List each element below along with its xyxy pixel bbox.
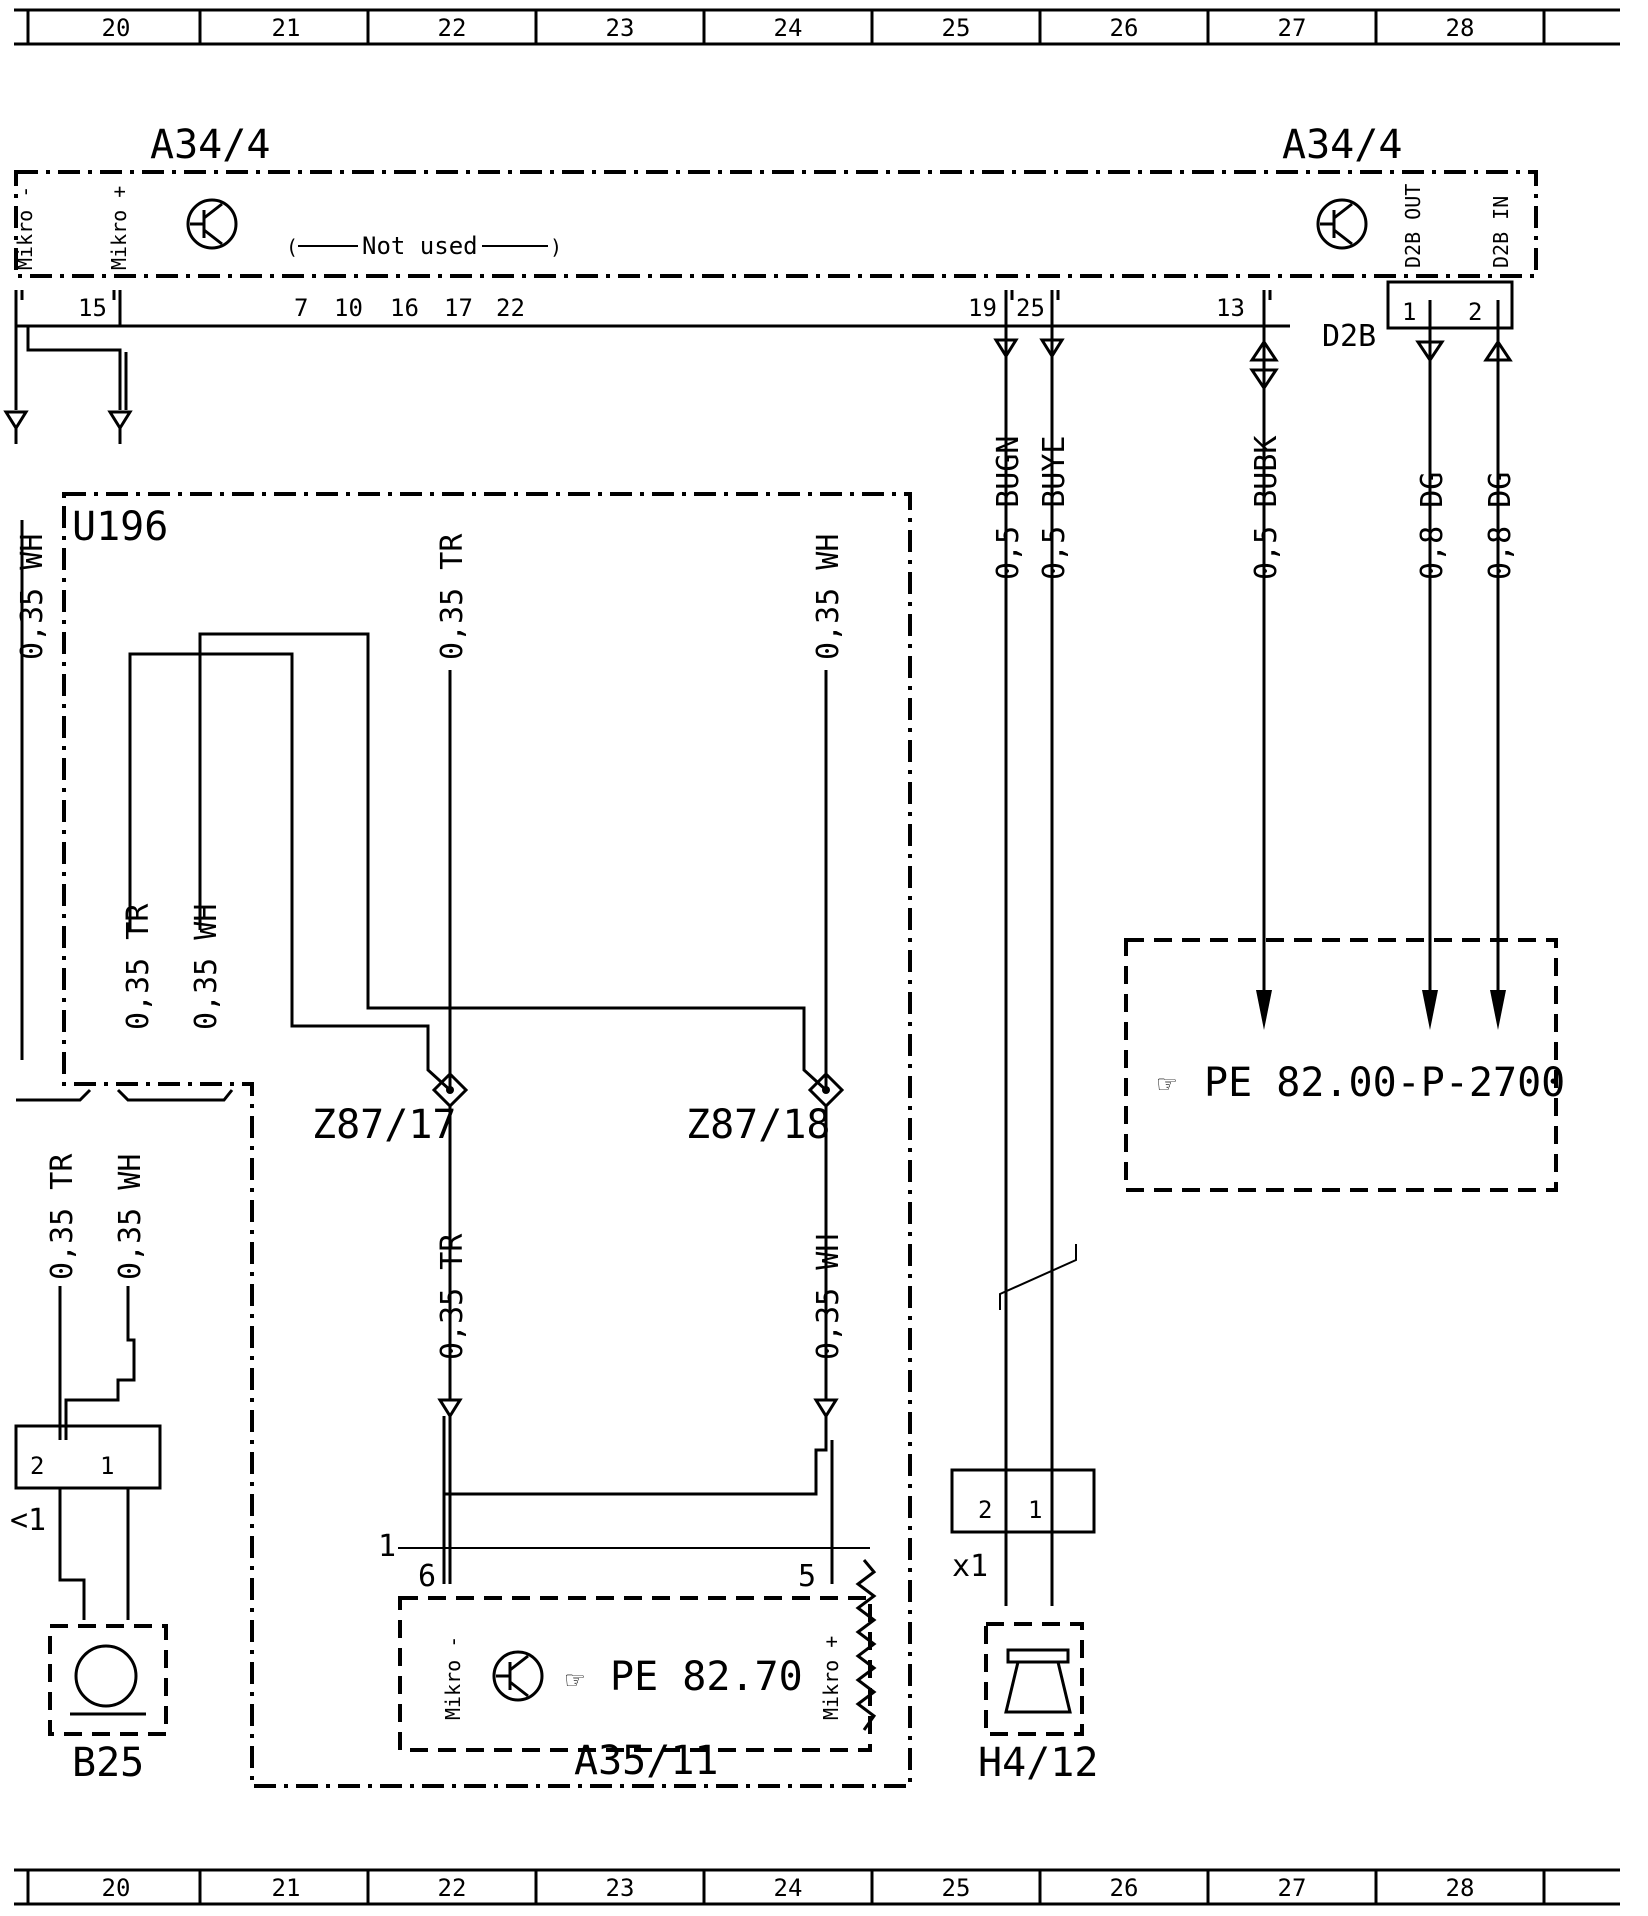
a34-pin-19: 19 [968,294,997,322]
a34-pin-15: 15 [78,294,107,322]
speaker-icon [1004,1648,1072,1714]
wire-tr-lower-label: 0,35 TR [435,1233,470,1360]
bottom-ruler-col-28: 28 [1446,1874,1475,1902]
not-used-close-paren: ) [550,235,562,259]
pointing-hand-icon-ref: ☞ [1158,1067,1176,1102]
a35-pin-5: 5 [798,1559,816,1594]
top-ruler: 20 21 22 23 24 25 26 27 28 [14,8,1620,46]
top-ruler-col-25: 25 [942,14,971,42]
bottom-ruler-col-20: 20 [102,1874,131,1902]
wire-tr-top-label: 0,35 TR [435,533,470,660]
z87-17-label: Z87/17 [312,1102,457,1148]
bottom-ruler-col-24: 24 [774,1874,803,1902]
top-ruler-col-24: 24 [774,14,803,42]
wire-wh-top-label: 0,35 WH [811,534,846,660]
a35-11-label: A35/11 [574,1738,719,1784]
wire-dg2-label: 0,8 DG [1483,472,1518,580]
a35-11-module: 1 6 5 Mikro - Mikro + ☞ PE 82.70 A35/11 [378,1529,877,1784]
transistor-icon-right [1316,198,1368,250]
wire-tr-inner-label: 0,35 TR [121,903,156,1030]
a35-pin-6: 6 [418,1559,436,1594]
d2b-pin-1: 1 [1402,298,1416,326]
wire-left-wh-label: 0,35 WH [15,534,50,660]
a35-pin-mikro-minus: Mikro - [441,1636,465,1720]
bottom-ruler-col-21: 21 [272,1874,301,1902]
a35-pin-1: 1 [378,1529,396,1564]
wire-tr-b25-label: 0,35 TR [45,1153,80,1280]
top-ruler-col-22: 22 [438,14,467,42]
u196-label: U196 [72,504,168,550]
top-ruler-col-21: 21 [272,14,301,42]
h4-12-label: H4/12 [978,1740,1098,1786]
u196-harness: U196 0,35 TR 0,35 WH 0,35 TR 0,35 WH [62,492,912,1788]
d2b-pin-2: 2 [1468,298,1482,326]
z87-18-label: Z87/18 [686,1102,831,1148]
a34-pin-22: 22 [496,294,525,322]
wire-wh-lower-label: 0,35 WH [811,1234,846,1360]
lower-mic-wires: 0,35 TR 0,35 WH [398,1106,870,1584]
a34-pin-d2b-in: D2B IN [1489,196,1513,268]
microphone-icon [70,1644,146,1716]
x1-left-pin-1: 1 [100,1452,114,1480]
x1-left-pin-2: 2 [30,1452,44,1480]
a34-pin-16: 16 [390,294,419,322]
a34-pin-d2b-out: D2B OUT [1401,184,1425,268]
wire-bugn-label: 0,5 BUGN [991,436,1026,581]
d2b-label: D2B [1322,319,1376,354]
b25-microphone: 0,35 TR 0,35 WH 2 1 <1 B25 [10,1088,234,1786]
x1-pin-1: 1 [1028,1496,1042,1524]
pointing-hand-icon-a35: ☞ [566,1663,584,1698]
wire-dg1-label: 0,8 DG [1415,472,1450,580]
a35-ref-label: PE 82.70 [610,1654,803,1700]
bottom-ruler-col-25: 25 [942,1874,971,1902]
bottom-ruler: 20 21 22 23 24 25 26 27 28 [14,1868,1620,1906]
wire-wh-b25-label: 0,35 WH [113,1154,148,1280]
wire-bubk-label: 0,5 BUBK [1249,436,1284,581]
left-mic-lines: 0,35 WH [3,326,133,1060]
top-ruler-col-27: 27 [1278,14,1307,42]
a34-4-module: A34/4 A34/4 Mikro - Mikro + D2B OUT D2B … [13,122,1538,354]
a34-4-label-right: A34/4 [1282,122,1402,168]
x1-label: x1 [952,1549,988,1584]
a34-pin-17: 17 [444,294,473,322]
x1-pin-2: 2 [978,1496,992,1524]
a34-4-label-left: A34/4 [150,122,270,168]
bottom-ruler-col-26: 26 [1110,1874,1139,1902]
wire-buye-label: 0,5 BUYE [1037,436,1072,581]
a34-pin-25: 25 [1016,294,1045,322]
reference-box-label: PE 82.00-P-2700 [1204,1060,1565,1106]
a34-pin-7: 7 [294,294,308,322]
top-ruler-col-23: 23 [606,14,635,42]
x1-left-label: <1 [10,1503,46,1538]
a34-pin-10: 10 [334,294,363,322]
speaker-circuit: 0,5 BUGN 0,5 BUYE 2 1 x1 H4/12 [950,326,1098,1786]
a34-pin-13: 13 [1216,294,1245,322]
z87-splices: Z87/17 Z87/18 [312,1071,845,1148]
bottom-ruler-col-27: 27 [1278,1874,1307,1902]
reference-box: ☞ PE 82.00-P-2700 [1124,938,1565,1192]
wire-wh-inner-label: 0,35 WH [189,904,224,1030]
bottom-ruler-col-22: 22 [438,1874,467,1902]
d2b-wires: 0,5 BUBK 0,8 DG 0,8 DG [1249,300,1518,1030]
not-used-open-paren: ( [286,235,298,259]
top-ruler-col-26: 26 [1110,14,1139,42]
not-used-label: Not used [362,232,478,260]
a34-pin-mikro-minus: Mikro - [13,186,37,270]
a35-pin-mikro-plus: Mikro + [819,1636,843,1720]
a34-pin-mikro-plus: Mikro + [107,186,131,270]
top-ruler-col-20: 20 [102,14,131,42]
transistor-icon-a35 [492,1650,544,1702]
transistor-icon-left [186,198,238,250]
b25-label: B25 [72,1740,144,1786]
top-ruler-col-28: 28 [1446,14,1475,42]
bottom-ruler-col-23: 23 [606,1874,635,1902]
